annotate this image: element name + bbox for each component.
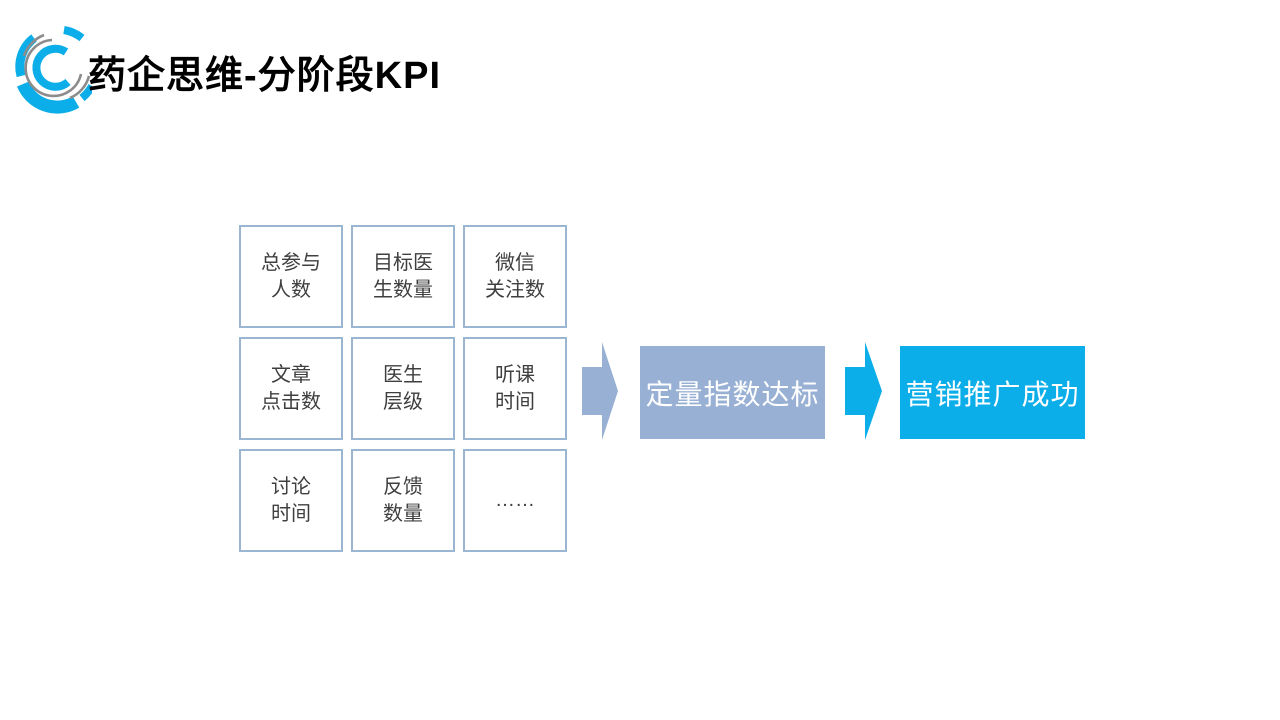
kpi-cell-target-doctors: 目标医 生数量 bbox=[351, 225, 455, 328]
kpi-cell-feedback-count: 反馈 数量 bbox=[351, 449, 455, 552]
kpi-cell-ellipsis: …… bbox=[463, 449, 567, 552]
kpi-grid: 总参与 人数 目标医 生数量 微信 关注数 文章 点击数 医生 层级 听课 时间… bbox=[239, 225, 567, 552]
right-arrow-icon bbox=[845, 342, 882, 440]
page-title: 药企思维-分阶段KPI bbox=[88, 55, 442, 97]
kpi-cell-doctor-level: 医生 层级 bbox=[351, 337, 455, 440]
kpi-cell-listening-time: 听课 时间 bbox=[463, 337, 567, 440]
concentric-arcs-logo-icon bbox=[15, 26, 92, 114]
right-arrow-icon bbox=[582, 342, 618, 440]
flow-stage-marketing-success: 营销推广成功 bbox=[900, 346, 1085, 439]
flow-stage-quantitative-kpi-met: 定量指数达标 bbox=[640, 346, 825, 439]
kpi-cell-wechat-followers: 微信 关注数 bbox=[463, 225, 567, 328]
kpi-cell-article-clicks: 文章 点击数 bbox=[239, 337, 343, 440]
kpi-cell-discussion-time: 讨论 时间 bbox=[239, 449, 343, 552]
kpi-cell-total-participants: 总参与 人数 bbox=[239, 225, 343, 328]
